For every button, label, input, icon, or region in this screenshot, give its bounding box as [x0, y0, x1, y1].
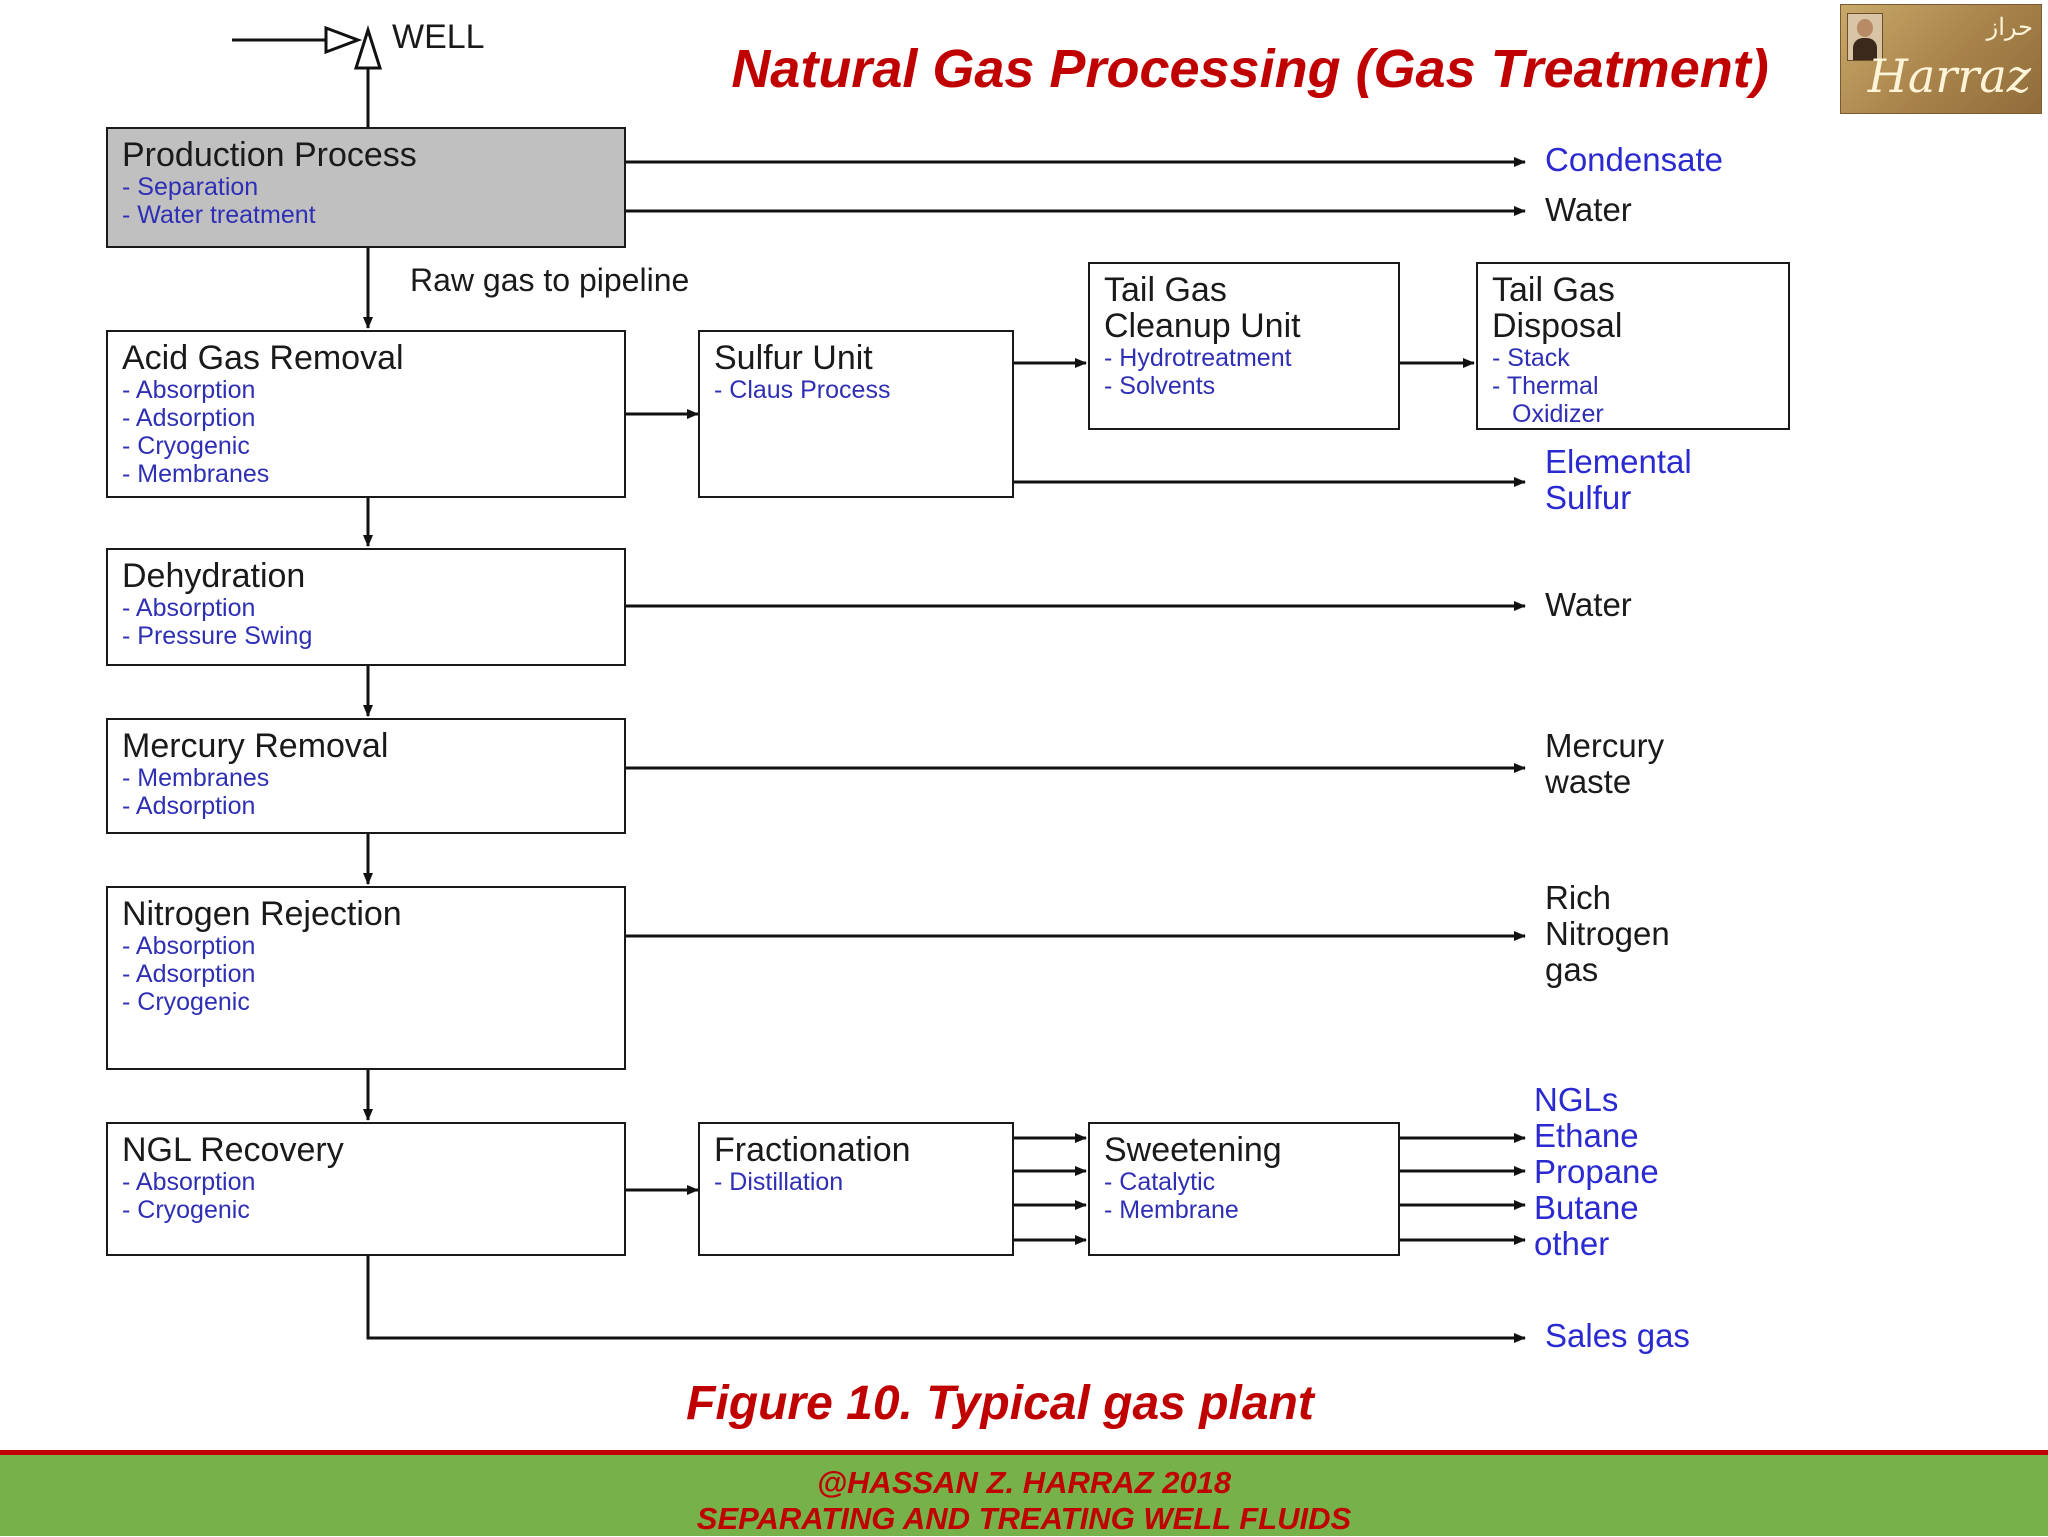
node-tail-gas-cleanup: Tail Gas Cleanup Unit - Hydrotreatment -… — [1088, 262, 1400, 430]
node-item: - Cryogenic — [122, 1196, 250, 1224]
output-sales-gas: Sales gas — [1545, 1317, 1690, 1354]
node-item: - Claus Process — [714, 376, 891, 404]
node-item: - Hydrotreatment — [1104, 344, 1292, 372]
node-item: - Adsorption — [122, 404, 256, 432]
node-item: - Adsorption — [122, 960, 256, 988]
output-line: Butane — [1534, 1189, 1639, 1226]
footer-subtitle: SEPARATING AND TREATING WELL FLUIDS — [696, 1501, 1352, 1536]
node-dehydration: Dehydration - Absorption - Pressure Swin… — [106, 548, 626, 666]
node-fractionation: Fractionation - Distillation — [698, 1122, 1014, 1256]
node-item: - Absorption — [122, 594, 256, 622]
output-water-2: Water — [1545, 586, 1632, 623]
node-sweetening: Sweetening - Catalytic - Membrane — [1088, 1122, 1400, 1256]
node-sulfur-unit: Sulfur Unit - Claus Process — [698, 330, 1014, 498]
output-line: Mercury — [1545, 727, 1665, 764]
node-title: Disposal — [1492, 307, 1623, 345]
node-item: - Separation — [122, 173, 259, 201]
node-tail-gas-disposal: Tail Gas Disposal - Stack - Thermal Oxid… — [1476, 262, 1790, 430]
output-line: Ethane — [1534, 1117, 1639, 1154]
node-item: - Pressure Swing — [122, 622, 313, 650]
slide-title: Natural Gas Processing (Gas Treatment) — [731, 39, 1769, 99]
node-item: - Adsorption — [122, 792, 256, 820]
node-title: Production Process — [122, 136, 417, 174]
node-mercury-removal: Mercury Removal - Membranes - Adsorption — [106, 718, 626, 834]
node-item: - Absorption — [122, 1168, 256, 1196]
figure-caption: Figure 10. Typical gas plant — [686, 1377, 1314, 1430]
output-water-1: Water — [1545, 191, 1632, 228]
node-production-process: Production Process - Separation - Water … — [106, 127, 626, 248]
node-item: - Catalytic — [1104, 1168, 1216, 1196]
output-condensate: Condensate — [1545, 141, 1723, 178]
node-item: - Membranes — [122, 460, 270, 488]
output-line: other — [1534, 1225, 1610, 1262]
output-line: Elemental — [1545, 443, 1692, 480]
node-item: - Membrane — [1104, 1196, 1239, 1224]
node-title: Dehydration — [122, 557, 306, 595]
node-item: - Water treatment — [122, 201, 316, 229]
node-item: - Thermal — [1492, 372, 1599, 400]
node-item: - Distillation — [714, 1168, 844, 1196]
logo-arabic-text: حراز — [1986, 13, 2033, 41]
node-title: Acid Gas Removal — [122, 339, 404, 377]
arrow-sales-gas — [366, 1256, 1526, 1343]
output-line: NGLs — [1534, 1081, 1619, 1118]
logo-latin-text: Harraz — [1867, 49, 2031, 103]
output-line: waste — [1545, 763, 1632, 800]
node-item: - Cryogenic — [122, 432, 250, 460]
node-title: NGL Recovery — [122, 1131, 344, 1169]
node-nitrogen-rejection: Nitrogen Rejection - Absorption - Adsorp… — [106, 886, 626, 1070]
node-ngl-recovery: NGL Recovery - Absorption - Cryogenic — [106, 1122, 626, 1256]
node-item: - Absorption — [122, 376, 256, 404]
node-item: Oxidizer — [1512, 400, 1604, 428]
slide-footer: @HASSAN Z. HARRAZ 2018 SEPARATING AND TR… — [0, 1450, 2048, 1536]
node-item: - Membranes — [122, 764, 270, 792]
well-label: WELL — [392, 18, 485, 56]
output-line: gas — [1545, 951, 1599, 988]
node-acid-gas-removal: Acid Gas Removal - Absorption - Adsorpti… — [106, 330, 626, 498]
output-line: Rich — [1545, 879, 1612, 916]
output-line: Propane — [1534, 1153, 1659, 1190]
node-title: Mercury Removal — [122, 727, 389, 765]
flow-lines — [232, 25, 1526, 1343]
output-rich-nitrogen-gas: Rich Nitrogen gas — [1545, 880, 1670, 988]
author-portrait-icon — [1847, 13, 1883, 61]
node-title: Tail Gas — [1104, 271, 1227, 309]
output-line: Nitrogen — [1545, 915, 1670, 952]
node-title: Tail Gas — [1492, 271, 1615, 309]
node-title: Nitrogen Rejection — [122, 895, 402, 933]
well-valve-icon — [324, 25, 363, 55]
node-title: Sulfur Unit — [714, 339, 873, 377]
node-item: - Stack — [1492, 344, 1570, 372]
raw-gas-pipeline-label: Raw gas to pipeline — [410, 262, 690, 298]
node-item: - Cryogenic — [122, 988, 250, 1016]
output-elemental-sulfur: Elemental Sulfur — [1545, 444, 1692, 516]
node-title: Cleanup Unit — [1104, 307, 1301, 345]
node-title: Fractionation — [714, 1131, 911, 1169]
node-title: Sweetening — [1104, 1131, 1282, 1169]
output-mercury-waste: Mercury waste — [1545, 728, 1664, 800]
node-item: - Absorption — [122, 932, 256, 960]
well-head-icon — [353, 25, 383, 70]
harraz-logo: حراز Harraz — [1840, 4, 2042, 114]
output-ngl-products: NGLs Ethane Propane Butane other — [1534, 1082, 1659, 1262]
node-item: - Solvents — [1104, 372, 1216, 400]
output-line: Sulfur — [1545, 479, 1632, 516]
footer-author: @HASSAN Z. HARRAZ 2018 — [816, 1465, 1232, 1500]
